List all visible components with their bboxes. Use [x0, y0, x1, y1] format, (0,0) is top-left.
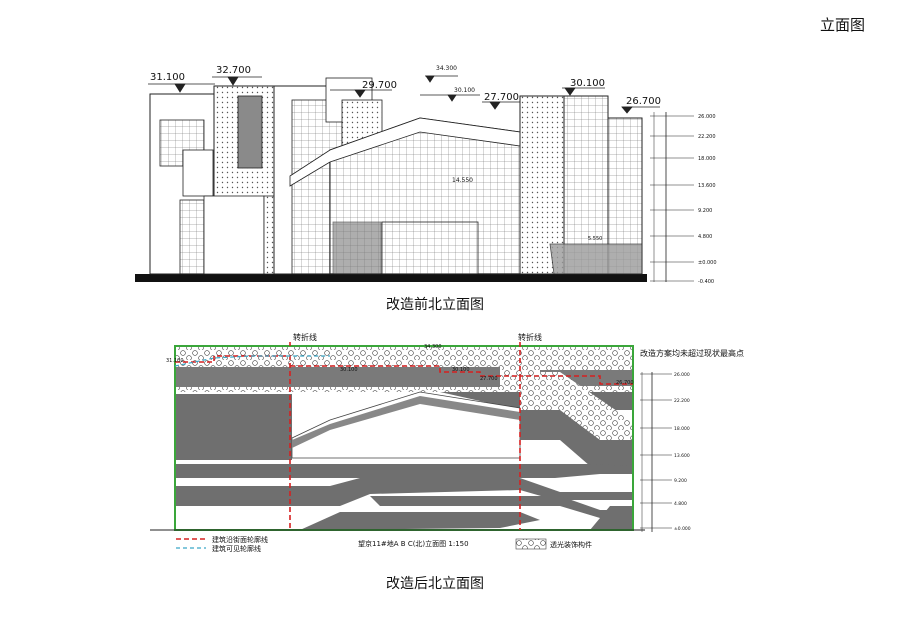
level-label: 4.800: [674, 501, 687, 507]
ground-line: [135, 274, 647, 282]
before-elevation: 31.100 32.700 29.700 34.300 30.100 27.70…: [135, 65, 717, 285]
legend-pattern-swatch: [515, 538, 547, 550]
legend-label: 建筑可见轮廓线: [212, 544, 261, 553]
level-label: 13.600: [674, 453, 690, 459]
after-caption: 改造后北立面图: [386, 576, 484, 592]
height-label: 34.300: [424, 344, 442, 350]
level-label: 9.200: [674, 478, 687, 484]
height-label: 27.700: [484, 92, 519, 103]
level-label: ±0.000: [674, 526, 691, 532]
height-label: 32.700: [216, 65, 251, 76]
height-label: 30.100: [452, 367, 470, 373]
level-label: 22.200: [698, 134, 716, 140]
height-label: 31.100: [150, 72, 185, 83]
level-label: 13.600: [698, 183, 716, 189]
legend-label: 建筑沿街面轮廓线: [212, 535, 268, 544]
fold-line-label: 转折线: [293, 332, 317, 342]
after-elevation: 转折线 转折线 改造方案均未超过现状最高点 34.300 31.100 30.1…: [150, 332, 744, 553]
level-label: ±0.000: [698, 260, 717, 266]
height-label: 30.100: [340, 367, 358, 373]
level-label: -0.400: [698, 279, 714, 285]
level-label: 26.000: [698, 114, 716, 120]
page-title: 立面图: [820, 16, 866, 34]
fold-line-label: 转折线: [518, 332, 542, 342]
height-label: 30.100: [570, 78, 605, 89]
level-label: 4.800: [698, 234, 712, 240]
level-label: 26.000: [674, 372, 690, 378]
inner-height-label: 14.550: [452, 177, 473, 184]
height-label: 29.700: [362, 80, 397, 91]
level-label: 18.000: [698, 156, 716, 162]
legend-label: 透光装饰构件: [550, 540, 592, 549]
before-caption: 改造前北立面图: [386, 297, 484, 313]
level-label: 22.200: [674, 398, 690, 404]
design-note: 改造方案均未超过现状最高点: [640, 348, 744, 358]
inner-height-label: 5.550: [588, 236, 602, 242]
height-label: 30.100: [454, 87, 475, 94]
level-label: 18.000: [674, 426, 690, 432]
level-label: 9.200: [698, 208, 712, 214]
height-label: 26.700: [626, 96, 661, 107]
drawing-title: 望京11#地A B C(北)立面图 1:150: [358, 539, 469, 548]
height-label: 27.700: [480, 376, 498, 382]
height-label: 31.100: [166, 358, 184, 364]
height-label: 26.700: [616, 380, 634, 386]
height-label: 34.300: [436, 65, 457, 72]
